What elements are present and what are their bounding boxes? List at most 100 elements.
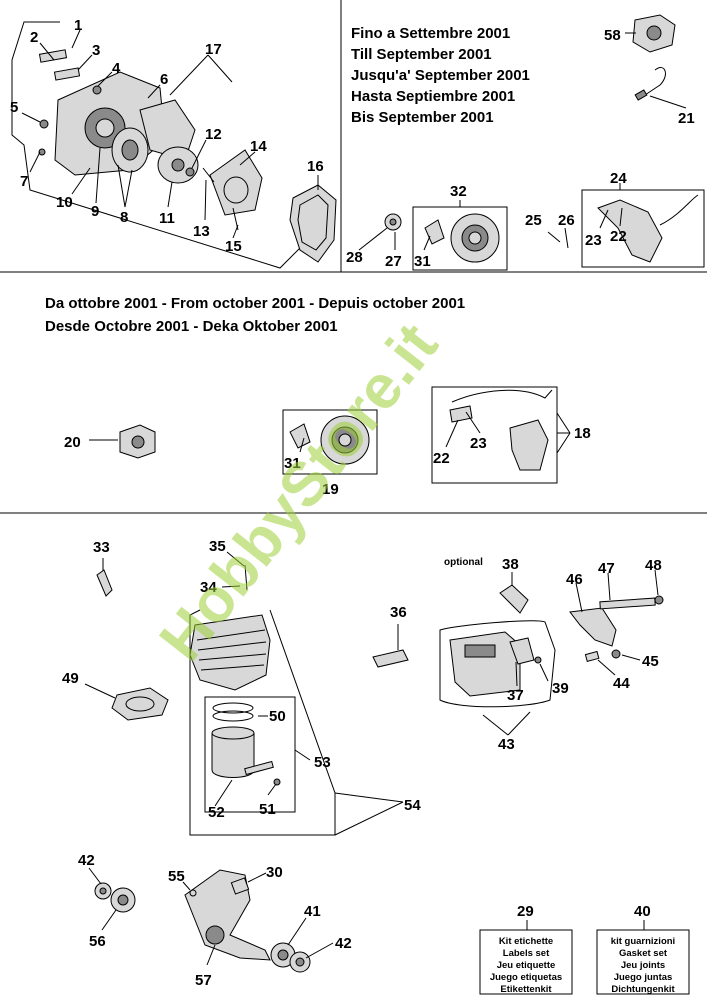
callout-12: 12: [205, 126, 222, 143]
top-right-group: [358, 14, 705, 271]
callout-6: 6: [160, 71, 168, 88]
piston-box-53: [204, 696, 296, 813]
callout-22-top: 22: [610, 228, 627, 245]
callout-13: 13: [193, 223, 210, 240]
callout-16: 16: [307, 158, 324, 175]
callout-34: 34: [200, 579, 217, 596]
muffler-frame: [439, 620, 556, 708]
callout-28: 28: [346, 249, 363, 266]
header-from-line2: Desde Octobre 2001 - Deka Oktober 2001: [45, 318, 338, 335]
callout-39: 39: [552, 680, 569, 697]
callout-7: 7: [20, 173, 28, 190]
callout-17: 17: [205, 41, 222, 58]
callout-25: 25: [525, 212, 542, 229]
crankshaft-57: [184, 869, 271, 961]
callout-24: 24: [610, 170, 627, 187]
kit-gaskets-es: Juego juntas: [614, 972, 673, 983]
ignition-coil-18: [509, 419, 549, 471]
bottom-group: [84, 551, 690, 995]
callout-26: 26: [558, 212, 575, 229]
callout-55: 55: [168, 868, 185, 885]
header-until-fr: Jusqu'a' September 2001: [351, 67, 530, 84]
callout-54: 54: [404, 797, 421, 814]
callout-11: 11: [159, 210, 175, 227]
header-from-2001: Da ottobre 2001 - From october 2001 - De…: [45, 295, 465, 335]
callout-40: 40: [634, 903, 651, 920]
bracket-47: [599, 597, 656, 610]
callout-33: 33: [93, 539, 110, 556]
piston-ring-50: [212, 702, 254, 714]
cylinder-frame: [189, 609, 336, 836]
callout-57: 57: [195, 972, 212, 989]
callout-19: 19: [322, 481, 339, 498]
gasket-36: [372, 649, 409, 668]
callout-18: 18: [574, 425, 591, 442]
callout-23-mid: 23: [470, 435, 487, 452]
kit-gaskets-text: kit guarnizioni Gasket set Jeu joints Ju…: [611, 936, 676, 995]
callout-2: 2: [30, 29, 38, 46]
header-until-es: Hasta Septiembre 2001: [351, 88, 515, 105]
callout-20: 20: [64, 434, 81, 451]
callout-48: 48: [645, 557, 662, 574]
callout-42-right: 42: [335, 935, 352, 952]
middle-group: [89, 386, 571, 484]
callout-53: 53: [314, 754, 331, 771]
callout-21: 21: [678, 110, 695, 127]
kit-labels-text: Kit etichette Labels set Jeu etiquette J…: [490, 936, 562, 995]
ignition-box-18: [431, 386, 558, 484]
kit-labels-es: Juego etiquetas: [490, 972, 562, 983]
callout-38: 38: [502, 556, 519, 573]
callout-47: 47: [598, 560, 615, 577]
callout-15: 15: [225, 238, 242, 255]
callout-51: 51: [259, 801, 276, 818]
callout-27: 27: [385, 253, 402, 270]
callout-4: 4: [112, 60, 121, 77]
callout-45: 45: [642, 653, 659, 670]
callout-46: 46: [566, 571, 583, 588]
kit-gaskets-it: kit guarnizioni: [611, 936, 675, 947]
bracket-46: [569, 607, 617, 647]
kit-labels-fr: Jeu etiquette: [497, 960, 556, 971]
callout-58: 58: [604, 27, 621, 44]
optional-label: optional: [444, 557, 483, 568]
callout-14: 14: [250, 138, 267, 155]
callout-10: 10: [56, 194, 73, 211]
starter-frame: [11, 21, 309, 269]
callout-1: 1: [74, 17, 82, 34]
header-until-it: Fino a Settembre 2001: [351, 25, 510, 42]
spark-plug-33: [96, 569, 113, 597]
ignition-box-24: [581, 189, 705, 268]
header-until-en: Till September 2001: [351, 46, 492, 63]
flywheel-box-19: [282, 409, 378, 475]
callout-8: 8: [120, 209, 128, 226]
callout-35: 35: [209, 538, 226, 555]
callout-29: 29: [517, 903, 534, 920]
starter-assembly-group: [11, 21, 337, 269]
callout-32: 32: [450, 183, 467, 200]
callout-30: 30: [266, 864, 283, 881]
callout-36: 36: [390, 604, 407, 621]
header-from-line1: Da ottobre 2001 - From october 2001 - De…: [45, 295, 465, 312]
cylinder-54: [189, 614, 271, 691]
callout-41: 41: [304, 903, 321, 920]
callout-49: 49: [62, 670, 79, 687]
callout-3: 3: [92, 42, 100, 59]
callout-22-mid: 22: [433, 450, 450, 467]
callout-numbers: 1 2 3 4 5 6 7 8 9 10 11 12 13 14 15 16 1…: [10, 17, 695, 989]
kit-gaskets-box-40: [596, 929, 690, 995]
part-38: [499, 584, 529, 614]
kit-labels-en: Labels set: [503, 948, 550, 959]
kit-labels-it: Kit etichette: [499, 936, 553, 947]
callout-23-top: 23: [585, 232, 602, 249]
callout-5: 5: [10, 99, 18, 116]
callout-31-top: 31: [414, 253, 431, 270]
kit-gaskets-de: Dichtungenkit: [611, 984, 675, 995]
callout-56: 56: [89, 933, 106, 950]
callout-37: 37: [507, 687, 524, 704]
callout-44: 44: [613, 675, 630, 692]
gasket-49: [111, 687, 169, 721]
kit-labels-de: Etikettenkit: [500, 984, 552, 995]
callout-31-mid: 31: [284, 455, 301, 472]
callout-43: 43: [498, 736, 515, 753]
